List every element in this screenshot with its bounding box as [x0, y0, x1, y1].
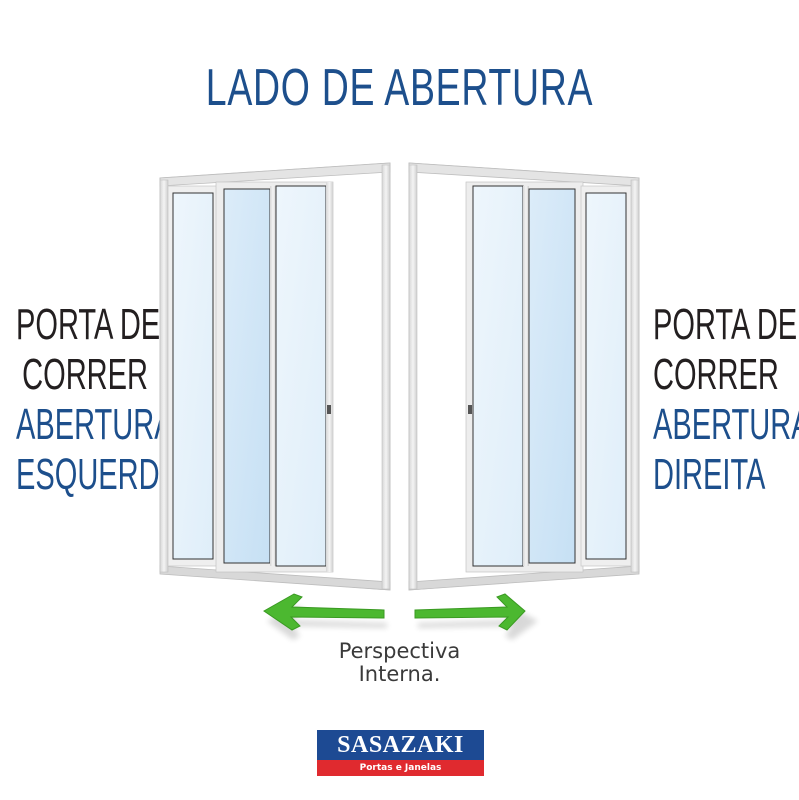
right-label-line3: ABERTURA: [653, 400, 799, 449]
right-door-label: PORTA DE CORRER ABERTURA DIREITA: [653, 300, 799, 500]
arrow-right-icon: [414, 593, 538, 640]
perspective-caption: Perspectiva Interna.: [0, 640, 799, 686]
logo-brand: SASAZAKI: [317, 730, 484, 760]
page-title: LADO DE ABERTURA: [205, 59, 594, 117]
arrow-left-icon: [263, 593, 387, 640]
left-door-label: PORTA DE CORRER ABERTURA ESQUERDA: [16, 300, 179, 500]
right-label-line2: CORRER: [653, 350, 779, 399]
caption-line2: Interna.: [358, 662, 441, 686]
left-label-line1: PORTA DE: [16, 300, 161, 349]
caption-line1: Perspectiva: [338, 639, 461, 663]
left-sliding-door: [159, 162, 391, 591]
right-label-line1: PORTA DE: [653, 300, 798, 349]
right-sliding-door: [408, 162, 640, 591]
left-label-line2: CORRER: [22, 350, 149, 399]
left-label-line3: ABERTURA: [16, 400, 174, 449]
logo-tagline: Portas e Janelas: [317, 760, 484, 776]
right-label-line4: DIREITA: [653, 450, 766, 499]
sasazaki-logo: SASAZAKI Portas e Janelas: [317, 730, 484, 777]
